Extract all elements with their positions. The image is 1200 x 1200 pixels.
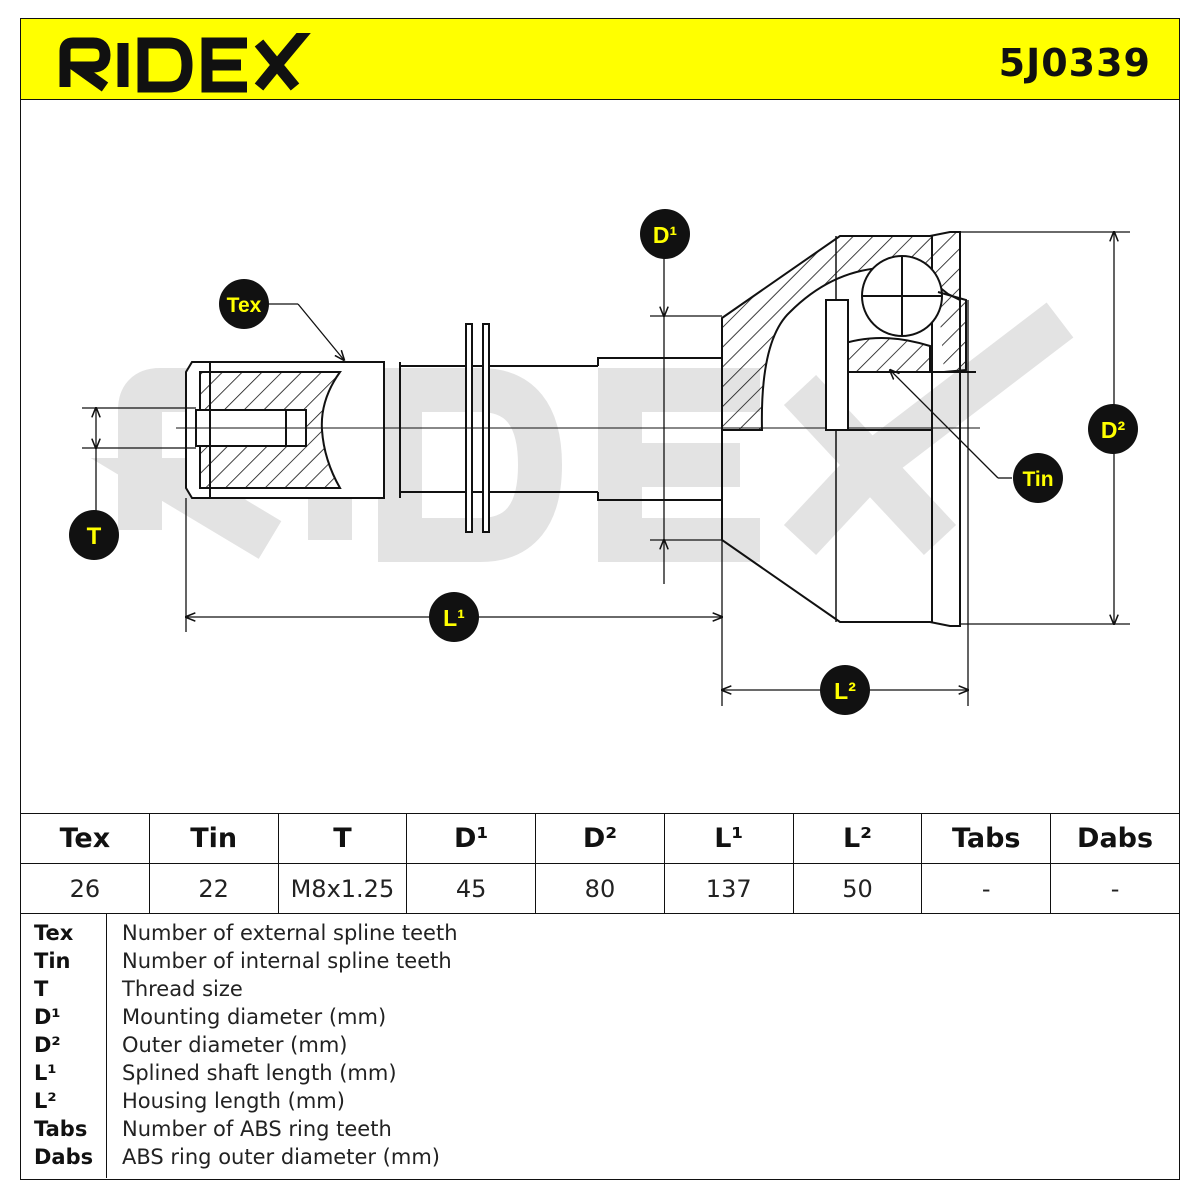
joint-housing xyxy=(721,231,976,627)
shaft xyxy=(176,323,980,533)
callout-d2: D² xyxy=(1088,404,1138,454)
legend-row: Tex Number of external spline teeth xyxy=(21,921,1179,949)
callout-l1-label: L¹ xyxy=(443,605,465,631)
header-bar: 5J0339 xyxy=(20,18,1180,100)
ridex-logo xyxy=(59,33,311,93)
legend-desc: Thread size xyxy=(122,977,243,1001)
spec-value: M8x1.25 xyxy=(277,863,408,914)
legend-row: T Thread size xyxy=(21,977,1179,1005)
spec-table-value-row: 26 22 M8x1.25 45 80 137 50 - - xyxy=(20,863,1180,914)
spec-header: L¹ xyxy=(663,813,794,864)
spec-header: D² xyxy=(535,813,665,864)
legend-key: Tabs xyxy=(34,1117,88,1141)
spec-header: Tabs xyxy=(921,813,1052,864)
callout-t: T xyxy=(69,510,119,560)
legend-key: T xyxy=(34,977,49,1001)
legend-desc: Mounting diameter (mm) xyxy=(122,1005,387,1029)
legend-row: Tin Number of internal spline teeth xyxy=(21,949,1179,977)
legend-desc: ABS ring outer diameter (mm) xyxy=(122,1145,440,1169)
callout-d1: D¹ xyxy=(640,209,690,259)
callout-l2-label: L² xyxy=(834,678,856,704)
spec-header: L² xyxy=(792,813,923,864)
legend-desc: Housing length (mm) xyxy=(122,1089,345,1113)
callout-tin-label: Tin xyxy=(1022,468,1053,491)
spec-table: Tex Tin T D¹ D² L¹ L² Tabs Dabs 26 22 M8… xyxy=(20,813,1180,914)
legend-row: D² Outer diameter (mm) xyxy=(21,1033,1179,1061)
spec-value: 137 xyxy=(663,863,794,914)
legend-key: Tin xyxy=(34,949,71,973)
callout-l2: L² xyxy=(820,665,870,715)
legend-row: L² Housing length (mm) xyxy=(21,1089,1179,1117)
spec-header: T xyxy=(277,813,408,864)
spec-value: 26 xyxy=(20,863,150,914)
part-number: 5J0339 xyxy=(998,41,1151,85)
spec-value: 22 xyxy=(148,863,279,914)
legend-row: D¹ Mounting diameter (mm) xyxy=(21,1005,1179,1033)
callout-tex: Tex xyxy=(219,279,269,329)
legend-divider xyxy=(106,913,107,1178)
callout-d2-label: D² xyxy=(1101,417,1126,443)
spec-table-header-row: Tex Tin T D¹ D² L¹ L² Tabs Dabs xyxy=(20,813,1180,864)
legend-key: D² xyxy=(34,1033,61,1057)
legend-row: Tabs Number of ABS ring teeth xyxy=(21,1117,1179,1145)
legend: Tex Number of external spline teeth Tin … xyxy=(20,913,1180,1180)
legend-key: L¹ xyxy=(34,1061,57,1085)
callout-tex-label: Tex xyxy=(227,294,262,317)
spec-value: - xyxy=(921,863,1052,914)
legend-desc: Splined shaft length (mm) xyxy=(122,1061,397,1085)
callout-tin: Tin xyxy=(1013,453,1063,503)
callout-d1-label: D¹ xyxy=(653,222,677,248)
spec-header: Dabs xyxy=(1050,813,1180,864)
legend-desc: Number of internal spline teeth xyxy=(122,949,452,973)
legend-desc: Number of ABS ring teeth xyxy=(122,1117,392,1141)
spec-header: D¹ xyxy=(406,813,537,864)
legend-key: D¹ xyxy=(34,1005,61,1029)
callout-l1: L¹ xyxy=(429,592,479,642)
legend-key: Dabs xyxy=(34,1145,94,1169)
legend-row: Dabs ABS ring outer diameter (mm) xyxy=(21,1145,1179,1173)
spec-value: 80 xyxy=(535,863,665,914)
legend-key: Tex xyxy=(34,921,74,945)
spec-header: Tin xyxy=(148,813,279,864)
spec-value: 45 xyxy=(406,863,537,914)
spec-value: - xyxy=(1050,863,1180,914)
legend-desc: Outer diameter (mm) xyxy=(122,1033,348,1057)
legend-row: L¹ Splined shaft length (mm) xyxy=(21,1061,1179,1089)
callout-t-label: T xyxy=(87,523,102,550)
spec-header: Tex xyxy=(20,813,150,864)
legend-key: L² xyxy=(34,1089,57,1113)
spec-value: 50 xyxy=(792,863,923,914)
legend-desc: Number of external spline teeth xyxy=(122,921,458,945)
